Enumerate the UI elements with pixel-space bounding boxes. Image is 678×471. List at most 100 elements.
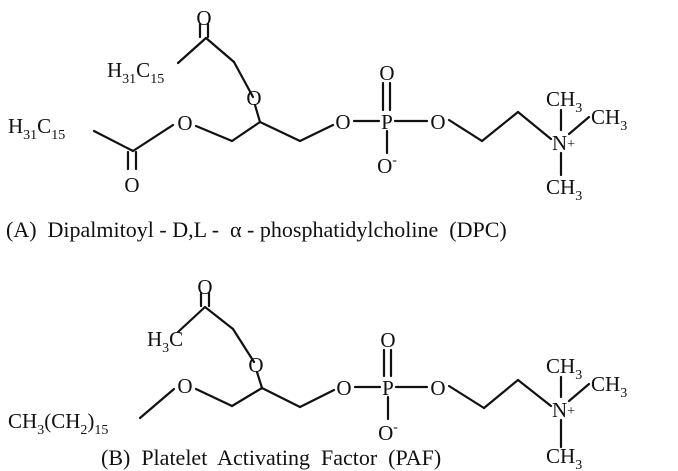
dpc-bond (131, 123, 175, 153)
paf-ammonium-nitrogen: N+ (552, 398, 575, 422)
dpc-lower-chain-c-count: 15 (51, 128, 65, 143)
paf-phosphoryl-oxygen: O (380, 328, 395, 352)
paf-chain-ch2-count: 2 (80, 423, 87, 438)
dpc-methyl-right-ch: CH (591, 105, 620, 129)
paf-methyl-bottom-ch: CH (546, 444, 575, 468)
dpc-methyl-right: CH3 (591, 105, 627, 134)
paf-bonds (138, 291, 591, 449)
dpc-ammonium-nitrogen: N+ (552, 131, 575, 155)
dpc-bond (298, 123, 335, 143)
dpc-upper-chain-c-count: 15 (150, 72, 164, 87)
paf-chain-close: ) (87, 409, 94, 433)
paf-alkyl-chain: CH3(CH2)15 (8, 409, 108, 438)
structure-paf: O H3C O O CH3(CH2)15 O P O O O- N+ CH3 C… (8, 275, 627, 471)
dpc-bond (92, 129, 135, 153)
paf-methyl-top: CH3 (546, 354, 582, 383)
paf-bond (255, 370, 264, 390)
dpc-bond (480, 110, 520, 143)
dpc-bond (567, 115, 591, 136)
paf-bond (260, 386, 302, 409)
dpc-bond (194, 124, 234, 143)
dpc-bond (232, 60, 255, 99)
paf-atom-labels: O H3C O O CH3(CH2)15 O P O O O- N+ CH3 C… (8, 275, 627, 471)
dpc-methyl-bottom-ch: CH (546, 175, 575, 199)
paf-bond (516, 378, 553, 408)
dpc-bond (176, 36, 208, 65)
dpc-upper-chain-h-count: 31 (122, 72, 136, 87)
dpc-bond (253, 103, 262, 124)
paf-carbonyl-oxygen: O (197, 275, 212, 299)
paf-methyl-right: CH3 (591, 372, 627, 401)
dpc-phosphoryl-oxygen: O (379, 61, 394, 85)
paf-acetyl-methyl: H3C (147, 327, 183, 356)
paf-ether-oxygen: O (177, 374, 192, 398)
dpc-phosphorus: P (381, 110, 393, 134)
dpc-choline-oxygen: O (430, 110, 445, 134)
paf-acetyl-c: C (169, 327, 183, 351)
paf-bond (230, 386, 264, 408)
caption-paf: (B) Platelet Activating Factor (PAF) (101, 445, 441, 470)
paf-phosphate-anion: O- (378, 420, 398, 445)
dpc-methyl-bottom: CH3 (546, 175, 582, 204)
dpc-carbonyl-oxygen-lower: O (124, 173, 139, 197)
paf-plus-charge: + (567, 404, 575, 419)
paf-chain-ch: CH (8, 409, 37, 433)
dpc-bond (204, 36, 236, 64)
paf-choline-oxygen: O (430, 376, 445, 400)
dpc-upper-chain-c: C (136, 58, 150, 82)
paf-bond (567, 382, 591, 403)
dpc-upper-chain-h: H (107, 58, 122, 82)
dpc-methyl-top-count: 3 (575, 101, 582, 116)
paf-phosphorus: P (382, 376, 394, 400)
dpc-methyl-top-ch: CH (546, 87, 575, 111)
paf-minus-charge: - (393, 420, 398, 435)
dpc-bond (230, 120, 262, 143)
dpc-phosphate-anion: O- (377, 153, 397, 178)
dpc-lower-chain-h: H (8, 114, 23, 138)
caption-dpc: (A) Dipalmitoyl - D,L - α - phosphatidyl… (6, 217, 507, 242)
dpc-ester-oxygen-lower: O (177, 111, 192, 135)
dpc-carbonyl-oxygen-upper: O (196, 6, 211, 30)
paf-bond (138, 387, 176, 420)
structure-dpc: O H31C15 O O H31C15 O O P O O O- N+ CH3 … (6, 6, 627, 242)
dpc-bond (258, 120, 302, 143)
paf-nitrogen: N (552, 398, 567, 422)
paf-methyl-top-count: 3 (575, 368, 582, 383)
dpc-nitrogen: N (552, 131, 567, 155)
paf-bond (203, 305, 235, 331)
paf-bond (194, 387, 234, 408)
dpc-lower-chain-c: C (37, 114, 51, 138)
paf-bond (176, 305, 207, 334)
dpc-methyl-top: CH3 (546, 87, 582, 116)
paf-acetyl-h: H (147, 327, 162, 351)
paf-methyl-bottom-count: 3 (575, 458, 582, 471)
paf-anion-oxygen: O (378, 421, 393, 445)
paf-bond (298, 388, 336, 409)
dpc-plus-charge: + (567, 137, 575, 152)
paf-chain-repeat-count: 15 (94, 423, 108, 438)
paf-phosphate-ester-oxygen: O (336, 376, 351, 400)
dpc-bond (447, 118, 484, 143)
dpc-upper-acyl-chain: H31C15 (107, 58, 164, 87)
paf-bond (482, 378, 520, 410)
dpc-ester-oxygen-upper: O (246, 86, 261, 110)
paf-acetyl-h-count: 3 (162, 341, 169, 356)
dpc-minus-charge: - (392, 153, 397, 168)
dpc-phosphate-ester-oxygen: O (335, 110, 350, 134)
paf-methyl-right-count: 3 (620, 386, 627, 401)
dpc-bond (516, 110, 553, 141)
dpc-methyl-right-count: 3 (620, 119, 627, 134)
dpc-atom-labels: O H31C15 O O H31C15 O O P O O O- N+ CH3 … (8, 6, 627, 204)
paf-methyl-right-ch: CH (591, 372, 620, 396)
paf-chain-ch2: CH (51, 409, 80, 433)
paf-methyl-top-ch: CH (546, 354, 575, 378)
paf-bond (447, 384, 486, 410)
dpc-methyl-bottom-count: 3 (575, 189, 582, 204)
paf-chain-ch-count: 3 (37, 423, 44, 438)
paf-bond (231, 327, 256, 364)
paf-ester-oxygen: O (248, 353, 263, 377)
dpc-lower-acyl-chain: H31C15 (8, 114, 65, 143)
paf-chain-open: ( (44, 409, 51, 433)
dpc-bonds (92, 22, 591, 177)
